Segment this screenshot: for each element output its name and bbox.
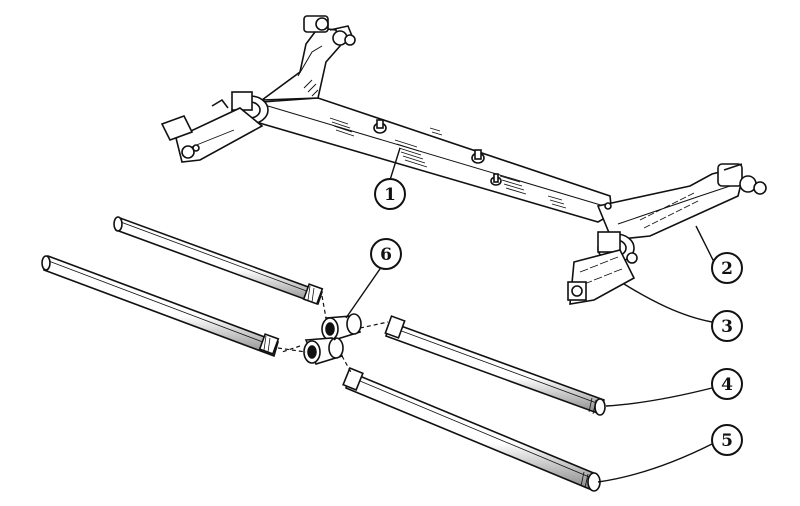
callout-2-label: 2 [721,259,733,279]
leader-line-5 [597,443,713,483]
leader-line-6 [345,265,383,319]
torsion-bar-4 [384,315,606,416]
callout-6-label: 6 [380,245,392,265]
leader-line-1 [389,147,401,181]
alignment-dashes [277,295,389,375]
callout-6: 6 [370,238,402,270]
callout-3: 3 [711,310,743,342]
callout-4: 4 [711,368,743,400]
leader-line-3 [623,283,713,323]
callout-2: 2 [711,252,743,284]
torsion-bar-coupling [303,313,362,365]
callout-3-label: 3 [721,317,733,337]
callout-4-label: 4 [721,375,733,395]
right-mounting-bracket [567,231,638,305]
leader-line-4 [605,387,713,407]
leader-line-2 [695,225,715,263]
torsion-bar-upper-left [113,216,324,306]
callout-5: 5 [711,424,743,456]
axle-cross-beam [255,97,613,223]
callout-1-label: 1 [384,185,396,205]
callout-1: 1 [374,178,406,210]
torsion-bar-5 [342,366,601,492]
left-trailing-arm [160,15,356,163]
right-trailing-arm [596,163,767,241]
torsion-bar-lower-left [41,254,280,358]
leader-lines [345,147,715,483]
callout-5-label: 5 [721,431,733,451]
